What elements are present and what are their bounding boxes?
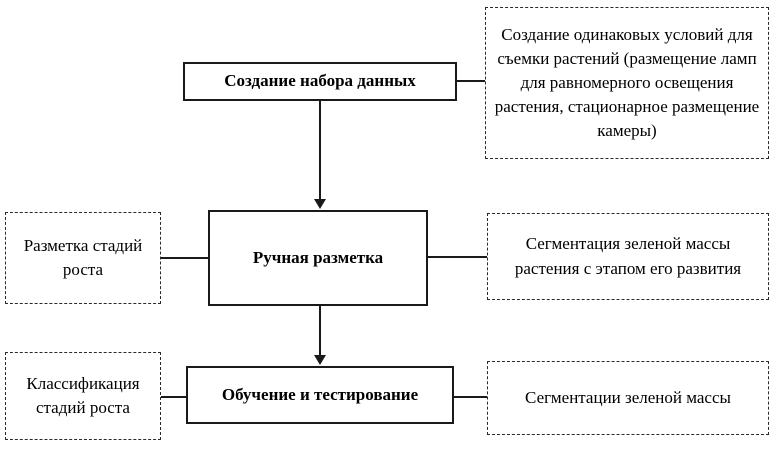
note-growth-stage-classification: Классификация стадий роста	[5, 352, 161, 440]
connector-markup-to-rightnote	[428, 256, 487, 258]
connector-leftnote-to-training	[161, 396, 186, 398]
arrow-markup-to-training-line	[319, 306, 321, 356]
note-green-mass-segmentation-stage-label: Сегментация зеленой массы растения с эта…	[514, 234, 742, 278]
node-manual-markup-label: Ручная разметка	[252, 247, 384, 267]
node-training-testing: Обучение и тестирование	[186, 366, 454, 424]
note-green-mass-segmentation-stage: Сегментация зеленой массы растения с эта…	[487, 213, 769, 300]
connector-dataset-to-note	[457, 80, 485, 82]
arrow-dataset-to-markup-head	[314, 199, 326, 209]
note-dataset-conditions-label: Создание одинаковых условий для съемки р…	[494, 24, 760, 141]
node-dataset-creation-label: Создание набора данных	[224, 71, 416, 91]
connector-leftnote-to-markup	[161, 257, 208, 259]
note-green-mass-segmentation-label: Сегментации зеленой массы	[525, 387, 731, 407]
node-manual-markup: Ручная разметка	[208, 210, 428, 306]
note-growth-stage-classification-label: Классификация стадий роста	[26, 373, 140, 417]
node-training-testing-label: Обучение и тестирование	[221, 384, 419, 404]
node-dataset-creation: Создание набора данных	[183, 62, 457, 101]
connector-training-to-rightnote	[454, 396, 487, 398]
note-dataset-conditions: Создание одинаковых условий для съемки р…	[485, 7, 769, 159]
arrow-markup-to-training-head	[314, 355, 326, 365]
arrow-dataset-to-markup-line	[319, 101, 321, 200]
note-growth-stage-markup-label: Разметка стадий роста	[23, 235, 143, 279]
note-green-mass-segmentation: Сегментации зеленой массы	[487, 361, 769, 435]
note-growth-stage-markup: Разметка стадий роста	[5, 212, 161, 304]
